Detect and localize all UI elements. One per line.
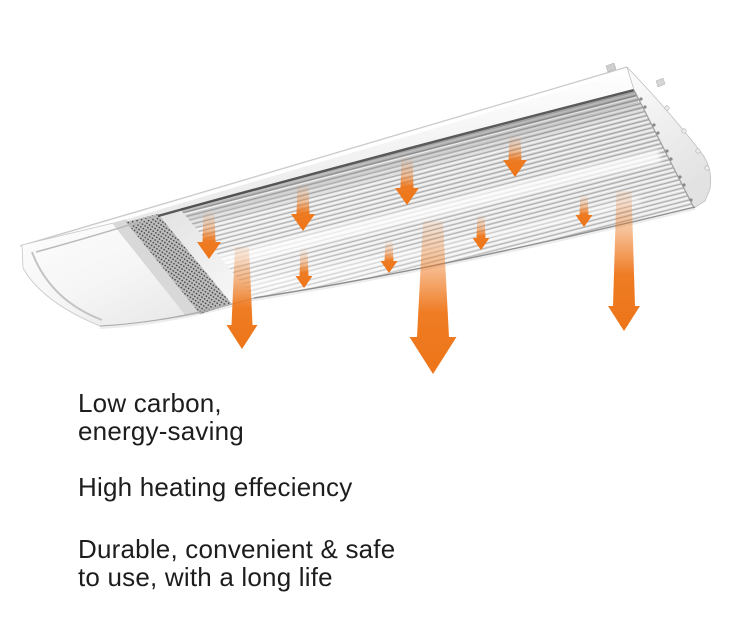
heat-arrow [380, 240, 398, 273]
cap-trim-strip [112, 220, 200, 316]
feature-heating-efficiency: High heating effeciency [78, 472, 353, 502]
mounting-screws [639, 97, 693, 202]
fins-bottom-fade [180, 90, 695, 298]
mounting-tab [605, 62, 617, 73]
heat-arrow [472, 214, 490, 250]
cap-crease-line [31, 251, 103, 321]
heat-arrow [608, 191, 640, 331]
frame-highlight [22, 68, 627, 250]
heat-arrow [575, 194, 593, 227]
heat-arrow [503, 135, 527, 177]
air-inlet-grille-holes [126, 214, 232, 314]
fins-shading [180, 90, 695, 298]
heat-arrow [409, 221, 457, 374]
mounting-tab [655, 77, 666, 88]
frame-seam-line [157, 88, 635, 218]
grille-side-strip [158, 209, 254, 304]
frame-top-edge [19, 66, 628, 247]
end-cap-edge-bumps [664, 105, 710, 171]
heat-arrow [197, 211, 221, 259]
feature-low-carbon: Low carbon, energy-saving [78, 388, 244, 446]
heat-arrow [226, 247, 258, 349]
heat-arrow [395, 157, 419, 205]
heat-arrows [197, 135, 640, 374]
feature-list: Low carbon, energy-saving High heating e… [78, 389, 395, 591]
heat-arrow [295, 248, 313, 288]
right-end-cap [626, 66, 712, 209]
heater-panel [19, 62, 712, 329]
frame-seam-light [35, 215, 159, 253]
end-cap-seam [633, 89, 695, 209]
feature-durability: Durable, convenient & safe to use, with … [78, 534, 396, 592]
heat-arrow [291, 184, 315, 231]
